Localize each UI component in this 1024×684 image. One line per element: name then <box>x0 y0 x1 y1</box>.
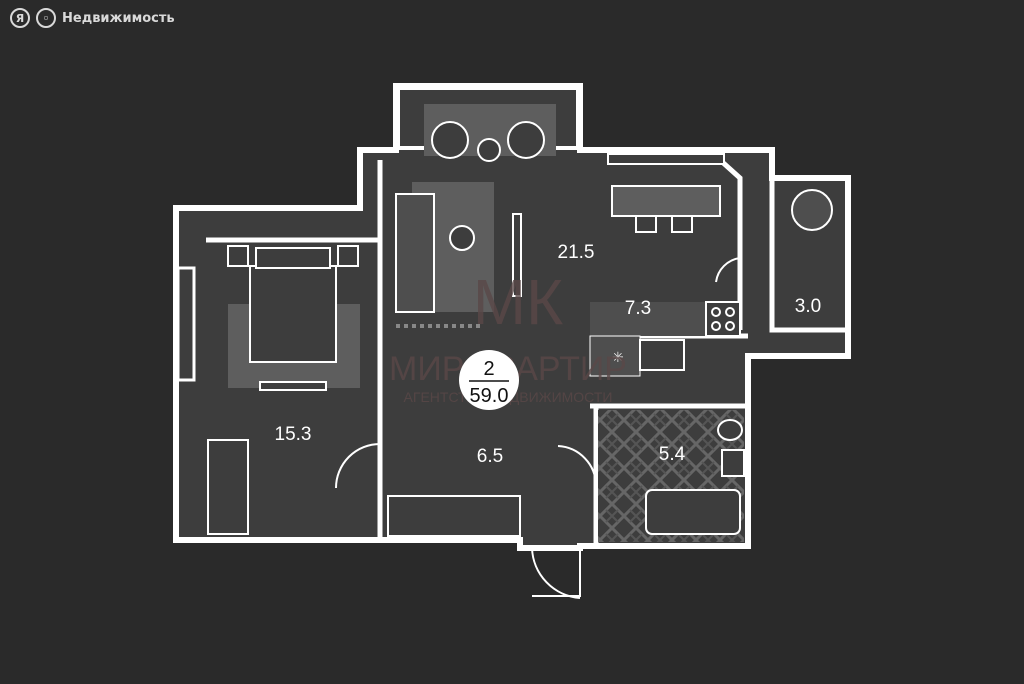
dresser-icon <box>259 381 327 391</box>
bathroom-fixtures <box>645 419 745 535</box>
coffee-table-icon <box>449 225 475 251</box>
chair-icon <box>635 215 657 233</box>
dining-table-icon <box>611 185 721 217</box>
room-area-living: 21.5 <box>558 242 595 263</box>
room-area-bedroom: 15.3 <box>275 424 312 445</box>
stove-icon <box>705 301 741 337</box>
circle-logo-icon: ◦ <box>36 8 56 28</box>
dining-set <box>607 153 725 233</box>
kitchen-set: ✳ <box>589 301 741 377</box>
doors <box>335 257 741 599</box>
nightstand-icon <box>337 245 359 267</box>
chair-icon <box>671 215 693 233</box>
brand-header[interactable]: Я ◦ Недвижимость <box>10 8 175 28</box>
sink-icon <box>639 339 685 371</box>
bedroom-window-icon <box>176 266 196 382</box>
room-area-balcony: 3.0 <box>795 296 821 317</box>
summary-badge: 2 59.0 <box>459 350 519 410</box>
brand-name: Недвижимость <box>62 10 175 26</box>
sofa-icon <box>395 193 435 313</box>
room-area-hall: 6.5 <box>477 446 503 467</box>
watermark-logo: МК <box>473 266 564 338</box>
tv-icon <box>512 213 522 297</box>
nightstand-icon <box>227 245 249 267</box>
fan-icon: ✳ <box>612 349 624 365</box>
toilet-icon <box>717 419 743 441</box>
room-area-bathroom: 5.4 <box>659 444 686 465</box>
top-balcony <box>396 86 580 162</box>
side-table-icon <box>477 138 501 162</box>
bathtub-icon <box>645 489 741 535</box>
bed-icon <box>249 265 337 363</box>
hall-wardrobe-icon <box>387 495 521 537</box>
wardrobe-icon <box>207 439 249 535</box>
yandex-y-icon: Я <box>10 8 30 28</box>
armchair-icon <box>507 121 545 159</box>
balcony-chair-icon <box>791 189 833 231</box>
bedroom-furniture <box>176 245 360 535</box>
room-area-kitchen: 7.3 <box>625 298 651 319</box>
total-area: 59.0 <box>470 385 509 407</box>
rooms-count: 2 <box>483 358 494 380</box>
washbasin-icon <box>721 449 745 477</box>
armchair-icon <box>431 121 469 159</box>
living-furniture <box>395 182 522 328</box>
